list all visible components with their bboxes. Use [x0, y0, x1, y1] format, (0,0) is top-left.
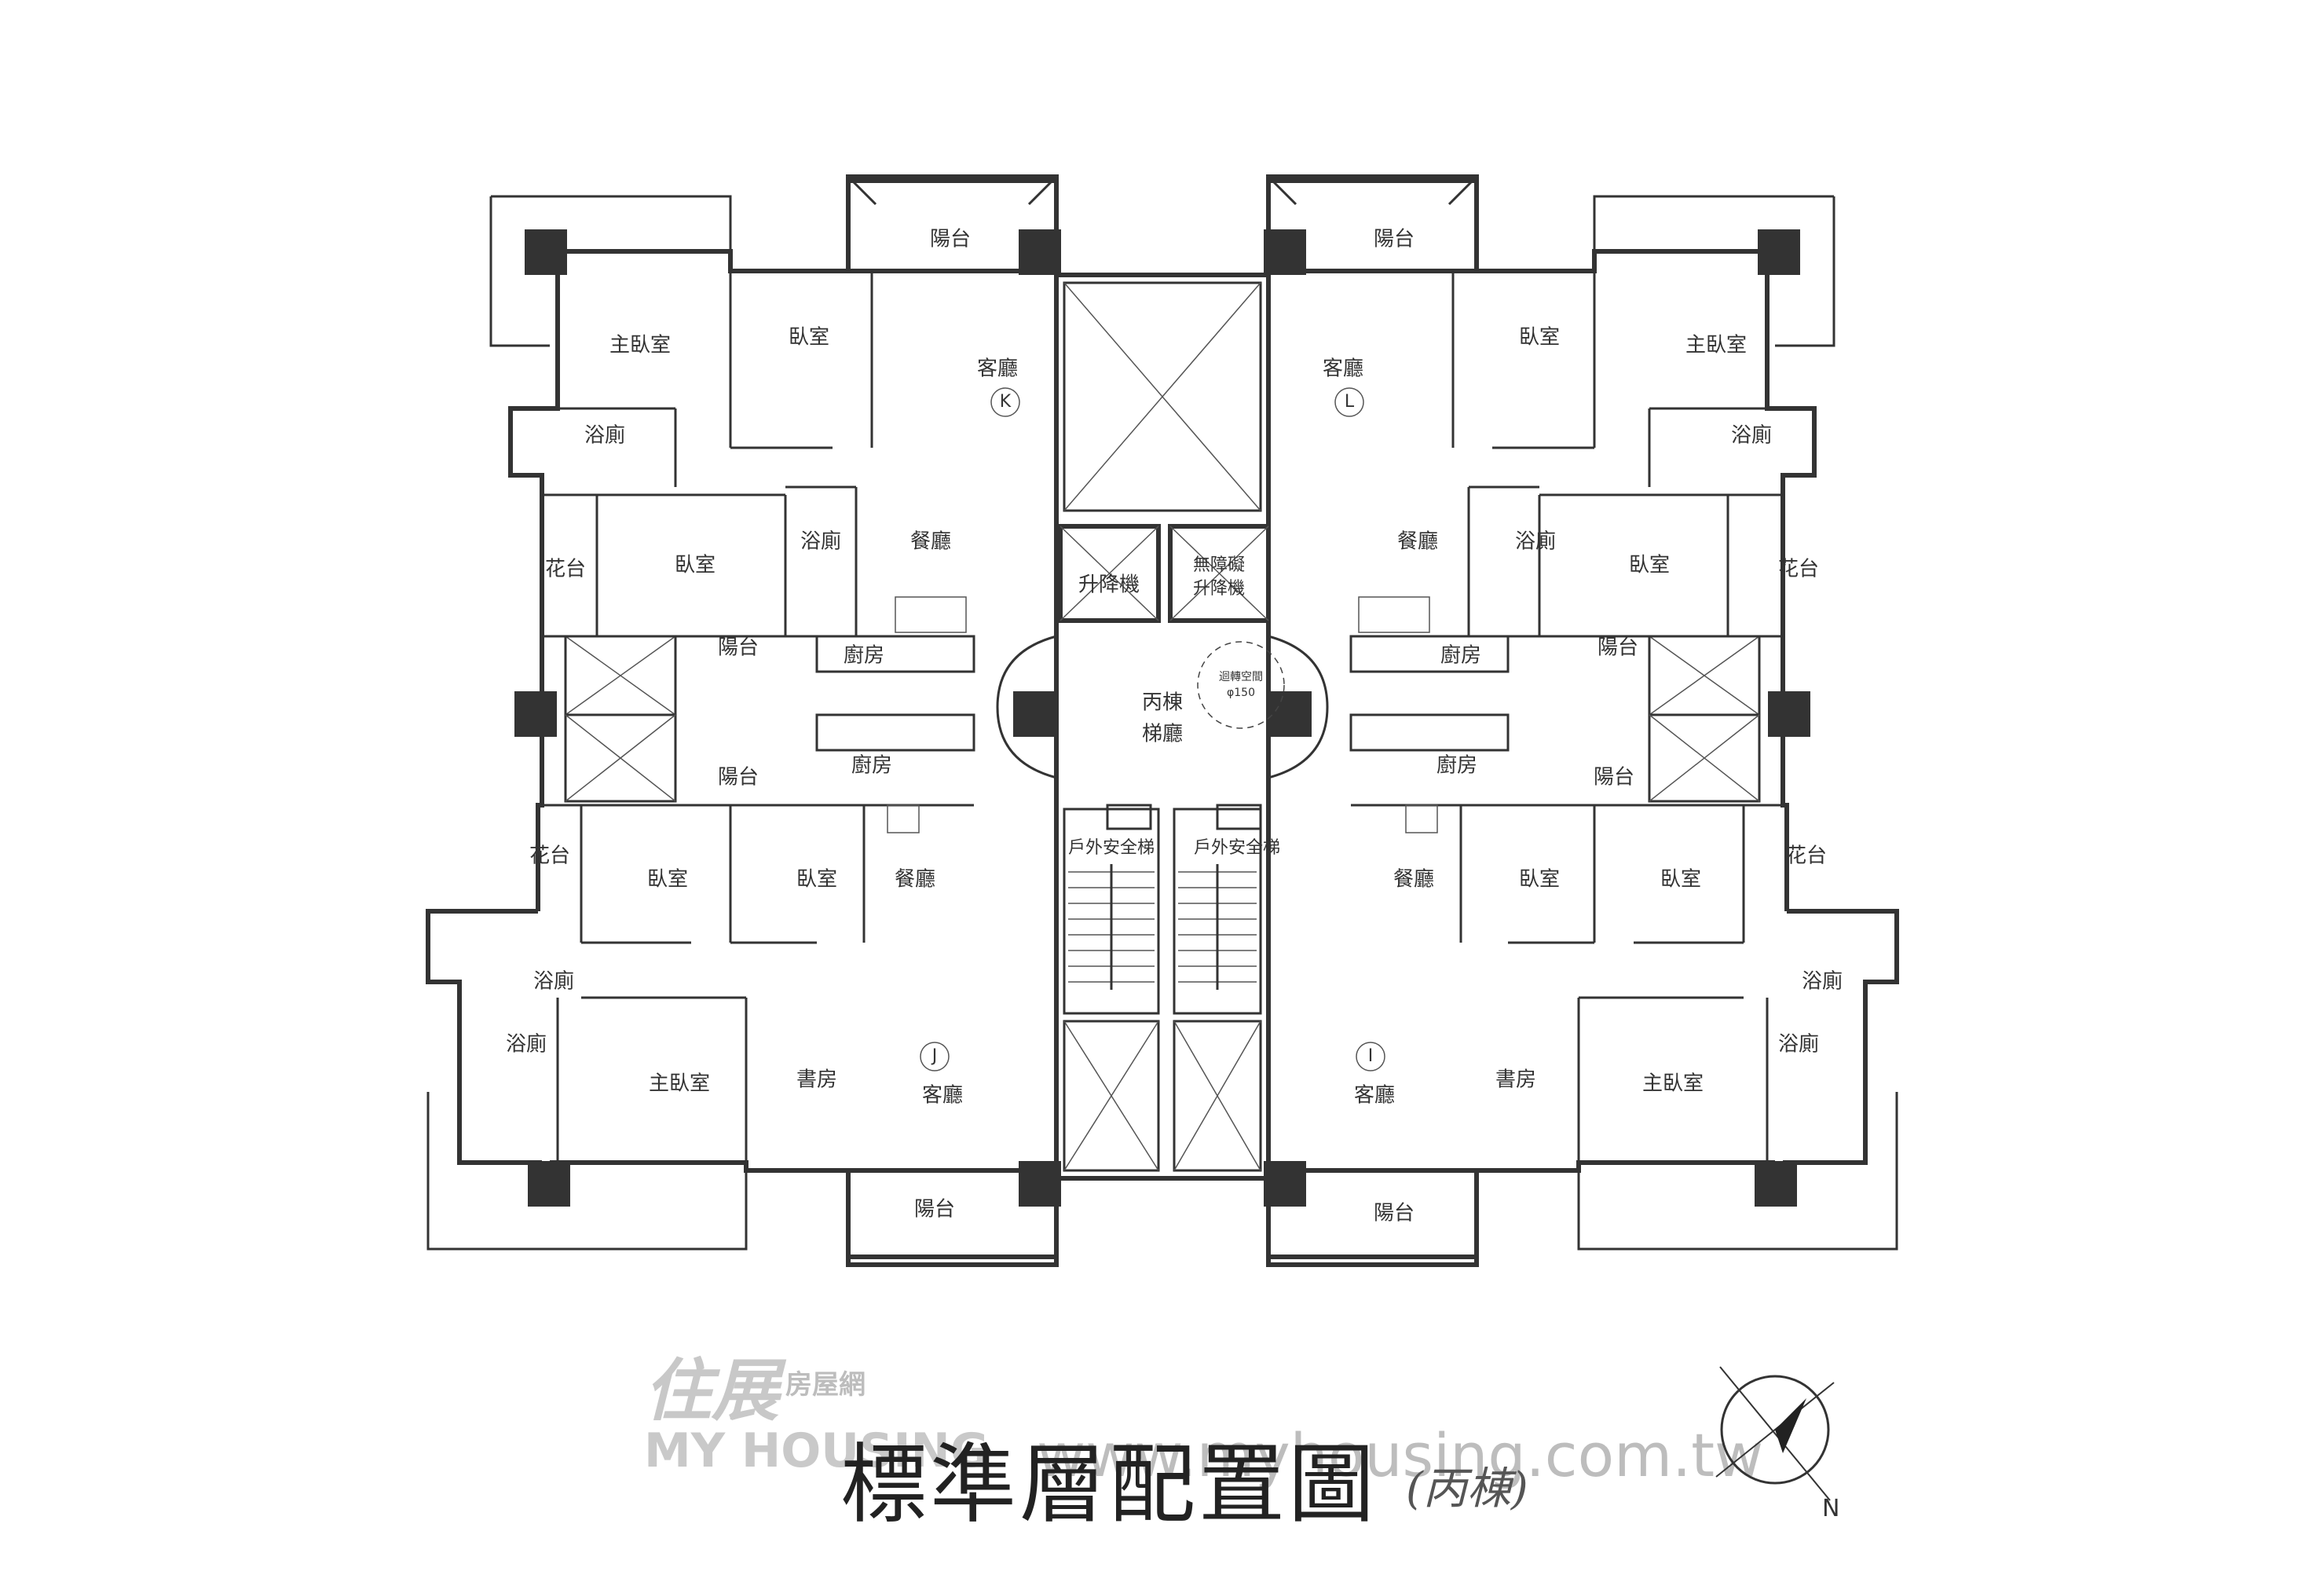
- label-kitchen-l: 廚房: [1440, 644, 1481, 668]
- voids: [564, 281, 1761, 1172]
- stairs: [1063, 804, 1262, 1015]
- label-bathroom-j2: 浴廁: [506, 1033, 547, 1057]
- label-kitchen-j: 廚房: [851, 754, 892, 778]
- label-flower-bed-i: 花台: [1786, 844, 1827, 868]
- label-bedroom-j1: 臥室: [647, 868, 688, 892]
- label-flower-bed-k: 花台: [545, 558, 586, 581]
- label-dining-room-l: 餐廳: [1397, 530, 1438, 554]
- room-labels: 陽台 陽台 主臥室 臥室 客廳 K 客廳 L 臥室 主臥室 浴廁 浴廁 花台 臥…: [506, 228, 1843, 1225]
- compass-north-label: N: [1822, 1495, 1839, 1522]
- label-elevator: 升降機: [1078, 573, 1140, 597]
- label-living-room-i: 客廳: [1354, 1084, 1395, 1108]
- label-master-bedroom-k: 主臥室: [609, 334, 671, 357]
- label-turning-space-top: 迴轉空間: [1219, 671, 1263, 683]
- label-lobby-top: 丙棟: [1142, 691, 1183, 715]
- columns: [514, 229, 1810, 1207]
- label-balcony-bottom-left: 陽台: [914, 1198, 955, 1222]
- compass-icon: N: [1715, 1366, 1839, 1522]
- label-lobby-bottom: 梯廳: [1142, 723, 1183, 746]
- label-bedroom-k2: 臥室: [675, 554, 715, 577]
- label-dining-room-j: 餐廳: [895, 868, 935, 892]
- plan-subtitle: (丙棟): [1406, 1463, 1528, 1515]
- label-unit-l: L: [1345, 392, 1355, 412]
- label-bedroom-j2: 臥室: [796, 868, 837, 892]
- partitions-left: [542, 271, 975, 1163]
- watermark-brand-house: 房屋網: [785, 1369, 866, 1401]
- label-bathroom-l2: 浴廁: [1515, 530, 1556, 554]
- label-balcony-i: 陽台: [1594, 766, 1634, 789]
- label-living-room-k: 客廳: [977, 357, 1018, 381]
- unit-markers: [920, 387, 1385, 1071]
- label-balcony-top-left: 陽台: [930, 228, 971, 251]
- label-balcony-j: 陽台: [718, 766, 759, 789]
- label-bedroom-i2: 臥室: [1660, 868, 1701, 892]
- label-flower-bed-l: 花台: [1778, 558, 1819, 581]
- label-master-bedroom-i: 主臥室: [1642, 1072, 1704, 1096]
- label-kitchen-k: 廚房: [844, 644, 884, 668]
- label-bedroom-k: 臥室: [789, 326, 829, 350]
- label-bathroom-j1: 浴廁: [533, 970, 574, 994]
- label-bathroom-i1: 浴廁: [1802, 970, 1843, 994]
- label-bathroom-k2: 浴廁: [800, 530, 841, 554]
- label-balcony-k: 陽台: [718, 636, 759, 660]
- label-balcony-l: 陽台: [1598, 636, 1638, 660]
- label-bathroom-l: 浴廁: [1731, 424, 1772, 448]
- label-unit-i: I: [1368, 1046, 1374, 1066]
- elevators: [1058, 524, 1271, 623]
- plan-title: 標準層配置圖: [840, 1434, 1378, 1535]
- label-balcony-top-right: 陽台: [1374, 228, 1415, 251]
- lobby: [996, 635, 1329, 779]
- label-flower-bed-j: 花台: [529, 844, 570, 868]
- label-turning-space-bottom: φ150: [1227, 687, 1255, 699]
- label-accessible-elevator-top: 無障礙: [1193, 555, 1245, 575]
- label-kitchen-i: 廚房: [1436, 754, 1477, 778]
- label-outdoor-stair-right: 戶外安全梯: [1194, 838, 1280, 858]
- label-bedroom-l2: 臥室: [1629, 554, 1670, 577]
- partitions-right: [1349, 271, 1783, 1163]
- label-living-room-j: 客廳: [922, 1084, 963, 1108]
- label-master-bedroom-l: 主臥室: [1685, 334, 1747, 357]
- watermark-brand-en: MY HOUSING: [644, 1423, 989, 1478]
- label-outdoor-stair-left: 戶外安全梯: [1068, 838, 1155, 858]
- label-unit-j: J: [931, 1046, 938, 1066]
- label-bathroom-i2: 浴廁: [1778, 1033, 1819, 1057]
- label-bedroom-i1: 臥室: [1519, 868, 1560, 892]
- label-living-room-l: 客廳: [1323, 357, 1363, 381]
- label-master-bedroom-j: 主臥室: [649, 1072, 710, 1096]
- label-accessible-elevator-bottom: 升降機: [1193, 579, 1245, 599]
- label-dining-room-i: 餐廳: [1393, 868, 1434, 892]
- outer-walls: [426, 178, 1899, 1259]
- label-bedroom-l: 臥室: [1519, 326, 1560, 350]
- watermark-url: www.myhousing.com.tw: [1037, 1420, 1764, 1490]
- label-study-i: 書房: [1495, 1068, 1536, 1092]
- label-bathroom-k: 浴廁: [584, 424, 625, 448]
- label-balcony-bottom-right: 陽台: [1374, 1202, 1415, 1225]
- label-dining-room-k: 餐廳: [910, 530, 951, 554]
- label-unit-k: K: [1000, 392, 1012, 412]
- balcony-frames: [846, 174, 1479, 1267]
- watermark-brand-cn: 住展: [644, 1351, 779, 1430]
- label-study-j: 書房: [796, 1068, 837, 1092]
